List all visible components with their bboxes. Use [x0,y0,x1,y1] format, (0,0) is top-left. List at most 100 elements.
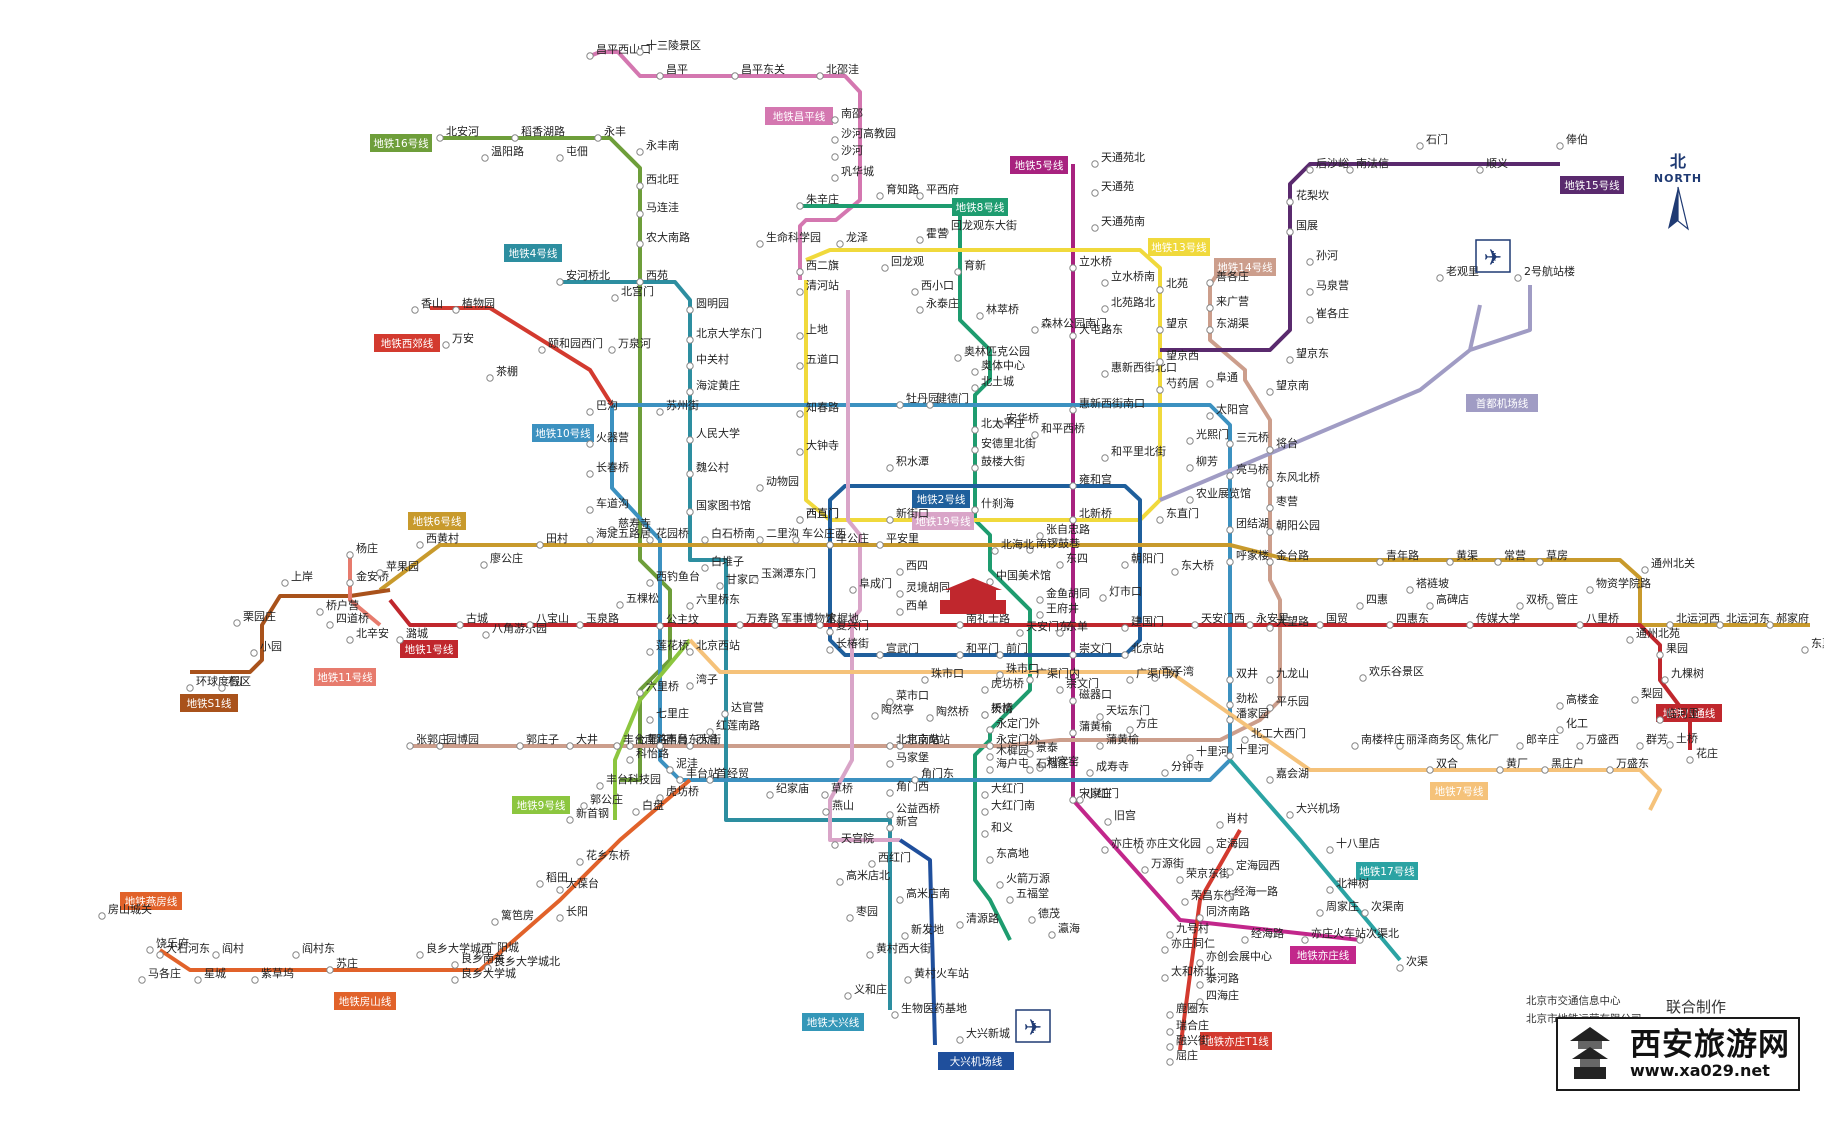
station-dot [971,464,979,472]
station-label: 望京南 [1276,378,1309,392]
station-label: 东直门 [1166,506,1199,520]
station-label: 丰台南路 [623,732,667,746]
station-dot [1476,166,1484,174]
station-dot [971,426,979,434]
station-dot [1641,566,1649,574]
station-label: 瑞合庄 [1176,1018,1209,1032]
station-dot [406,742,414,750]
station-label: 海淀黄庄 [696,378,740,392]
station-dot [411,306,419,314]
station-label: 和义 [991,821,1013,834]
station-dot [1186,437,1194,445]
station-label: 北海北 [1001,537,1034,551]
station-dot [686,742,694,750]
station-label: 北邵洼 [826,62,859,76]
station-dot [456,621,464,629]
station-label: 草桥 [831,782,853,795]
station-label: 万寿路 [746,611,779,625]
station-label: 2号航站楼 [1524,264,1575,278]
svg-text:地铁11号线: 地铁11号线 [317,671,373,684]
line-yanfang [158,948,480,972]
station-dot [1048,931,1056,939]
station-dot [1036,532,1044,540]
station-label: 天安门东 [1026,619,1070,633]
station-dot [866,951,874,959]
station-dot [821,791,829,799]
station-dot [686,470,694,478]
station-label: 甘家口 [726,572,759,586]
station-dot [1626,636,1634,644]
station-dot [956,621,964,629]
station-label: 北宫门 [621,284,654,298]
station-label: 苏州街 [666,398,699,412]
line-yizhuang [1071,798,1361,942]
station-label: 六里桥东 [696,593,740,606]
station-dot [756,240,764,248]
station-label: 廖公庄 [490,551,523,565]
station-dot [1069,482,1077,490]
station-label: 达官营 [731,700,764,714]
station-dot [1101,846,1109,854]
station-dot [986,753,994,761]
station-label: 三元桥 [1236,431,1269,444]
station-label: 蒲黄榆 [1106,732,1139,746]
station-label: 成寿寺 [1096,759,1129,773]
station-dot [1496,766,1504,774]
svg-text:地铁13号线: 地铁13号线 [1151,241,1207,254]
station-dot [1426,602,1434,610]
station-label: 大屯路东 [1079,322,1123,336]
station-label: 朝阳门 [1131,551,1164,565]
station-label: 老观里 [1446,265,1479,278]
station-dot [1206,326,1214,334]
station-dot [731,72,739,80]
station-dot [1226,472,1234,480]
station-dot [1028,916,1036,924]
station-label: 经海一路 [1234,884,1278,898]
station-label: 枣园 [856,905,878,918]
station-dot [896,608,904,616]
station-label: 瀛海 [1058,921,1080,935]
station-dot [1121,651,1129,659]
line-7 [688,638,1662,811]
station-dot [1069,796,1077,804]
station-dot [766,791,774,799]
station-label: 军事博物馆 [781,611,836,625]
station-label: 车公庄 [836,531,869,545]
brand-url: www.xa029.net [1630,1061,1770,1080]
station-dot [706,728,714,736]
station-dot [611,294,619,302]
station-label: 双桥 [1526,593,1548,606]
station-label: 崇文门 [1066,676,1099,690]
station-dot [1301,936,1309,944]
station-dot [1096,742,1104,750]
svg-text:地铁16号线: 地铁16号线 [373,137,429,150]
station-dot [1186,496,1194,504]
station-dot [1514,274,1522,282]
station-label: 西小口 [921,279,954,292]
station-dot [816,621,824,629]
station-label: 公主坟 [666,612,699,626]
station-dot [886,464,894,472]
svg-text:地铁7号线: 地铁7号线 [1435,785,1484,798]
station-label: 东湖渠 [1216,317,1249,330]
line-16 [440,136,672,782]
svg-text:地铁5号线: 地铁5号线 [1015,159,1064,172]
station-label: 国贸 [1326,612,1348,625]
station-dot [796,516,804,524]
station-label: 五福堂 [1016,886,1049,900]
station-dot [686,682,694,690]
svg-text:地铁17号线: 地铁17号线 [1359,865,1415,878]
svg-text:地铁大兴线: 地铁大兴线 [807,1016,860,1029]
station-label: 经海路 [1251,926,1284,940]
station-label: 郭公庄 [590,792,623,806]
station-dot [1166,1028,1174,1036]
station-dot [686,388,694,396]
station-label: 昌平东关 [741,62,785,76]
station-label: 阜成门 [859,576,892,590]
station-label: 珠市口 [1006,661,1039,675]
station-dot [656,742,664,750]
station-label: 亮马桥 [1236,462,1269,476]
station-dot [896,590,904,598]
station-label: 农业展览馆 [1196,486,1251,500]
station-label: 宋家庄 [1079,786,1112,800]
